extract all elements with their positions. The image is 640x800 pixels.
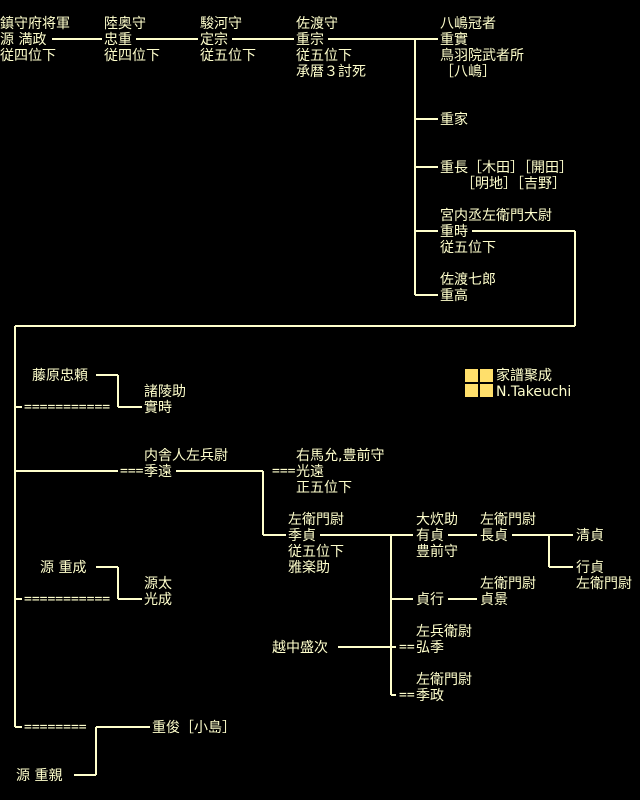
person-office: 豊前守 bbox=[416, 544, 458, 560]
person-arisada: 大炊助 有貞 豊前守 bbox=[416, 512, 458, 560]
person-suetou: 内舎人左兵尉 季遠 bbox=[144, 448, 228, 480]
person-sadamune: 駿河守 定宗 従五位下 bbox=[200, 16, 256, 64]
person-title: 佐渡七郎 bbox=[440, 272, 496, 288]
person-shigeie: 重家 bbox=[440, 112, 468, 128]
person-suemasa: 左衛門尉 季政 bbox=[416, 672, 472, 704]
adoption-marker: == bbox=[399, 640, 415, 655]
person-name: 季遠 bbox=[144, 464, 172, 480]
adoption-marker: === bbox=[120, 464, 144, 479]
person-title: 左衛門尉 bbox=[480, 512, 536, 528]
marriage-marker: =========== bbox=[24, 400, 111, 415]
person-shigetoshi: 重俊［小島］ bbox=[152, 720, 236, 736]
stamp-title: 家譜聚成 bbox=[496, 368, 552, 384]
person-shigenaga: 重長［木田］［開田］ ［明地］［吉野］ bbox=[440, 160, 573, 192]
person-name: 季貞 bbox=[288, 528, 316, 544]
marriage-marker: =========== bbox=[24, 592, 111, 607]
person-title: 左兵衛尉 bbox=[416, 624, 472, 640]
person-name: 長貞 bbox=[480, 528, 508, 544]
person-name: 藤原忠頼 bbox=[32, 368, 88, 384]
person-office: 鳥羽院武者所 bbox=[440, 48, 524, 64]
person-name: 重實 bbox=[440, 32, 468, 48]
person-rank: 従五位下 bbox=[296, 48, 352, 64]
person-shigemune: 佐渡守 重宗 従五位下 承暦３討死 bbox=[296, 16, 366, 80]
person-name: 貞景 bbox=[480, 592, 508, 608]
person-sadakage: 左衛門尉 貞景 bbox=[480, 576, 536, 608]
person-shigetaka: 佐渡七郎 重高 bbox=[440, 272, 496, 304]
person-name: 重高 bbox=[440, 288, 468, 304]
person-name: 光成 bbox=[144, 592, 172, 608]
person-mitsunari: 源太 光成 bbox=[144, 576, 172, 608]
person-name: 清貞 bbox=[576, 528, 604, 544]
person-nagasada: 左衛門尉 長貞 bbox=[480, 512, 536, 544]
person-title: 左衛門尉 bbox=[576, 576, 632, 592]
person-suesada: 左衛門尉 季貞 従五位下 雅楽助 bbox=[288, 512, 344, 576]
person-name: 源 満政 bbox=[0, 32, 47, 48]
person-kiyosada: 清貞 bbox=[576, 528, 604, 544]
person-name: 實時 bbox=[144, 400, 172, 416]
person-title: 八嶋冠者 bbox=[440, 16, 496, 32]
person-yukisada: 行貞 左衛門尉 bbox=[576, 560, 632, 592]
person-name: 源 重親 bbox=[16, 768, 63, 784]
person-title: 鎮守府将軍 bbox=[0, 16, 70, 32]
person-title: 左衛門尉 bbox=[416, 672, 472, 688]
person-mitsumasa: 鎮守府将軍 源 満政 従四位下 bbox=[0, 16, 70, 64]
person-rank: 従五位下 bbox=[288, 544, 344, 560]
person-shigezane: 八嶋冠者 重實 鳥羽院武者所 ［八嶋］ bbox=[440, 16, 524, 80]
person-title: 佐渡守 bbox=[296, 16, 338, 32]
person-rank: 従四位下 bbox=[104, 48, 160, 64]
person-tadayori: 藤原忠頼 bbox=[32, 368, 88, 384]
person-title: 宮内丞左衛門大尉 bbox=[440, 208, 552, 224]
person-title: 駿河守 bbox=[200, 16, 242, 32]
adoption-marker: === bbox=[272, 464, 296, 479]
person-name: 貞行 bbox=[416, 592, 444, 608]
person-name: 重時 bbox=[440, 224, 468, 240]
person-sadayuki: 貞行 bbox=[416, 592, 444, 608]
adoption-marker: == bbox=[399, 688, 415, 703]
person-note: ［八嶋］ bbox=[440, 64, 496, 80]
person-shigenari: 源 重成 bbox=[40, 560, 86, 576]
person-title: 内舎人左兵尉 bbox=[144, 448, 228, 464]
marriage-marker: ======== bbox=[24, 720, 87, 735]
person-name: 越中盛次 bbox=[272, 640, 328, 656]
person-name: 有貞 bbox=[416, 528, 444, 544]
person-rank: 従五位下 bbox=[200, 48, 256, 64]
person-note: ［明地］［吉野］ bbox=[440, 176, 566, 192]
person-title: 右馬允,豊前守 bbox=[296, 448, 385, 464]
person-note: 承暦３討死 bbox=[296, 64, 366, 80]
person-name: 定宗 bbox=[200, 32, 228, 48]
person-title: 左衛門尉 bbox=[480, 576, 536, 592]
person-shigetoki: 宮内丞左衛門大尉 重時 従五位下 bbox=[440, 208, 552, 256]
person-name: 忠重 bbox=[104, 32, 132, 48]
person-title: 諸陵助 bbox=[144, 384, 186, 400]
person-name: 行貞 bbox=[576, 560, 604, 576]
person-title: 左衛門尉 bbox=[288, 512, 344, 528]
person-title: 源太 bbox=[144, 576, 172, 592]
person-name: 重宗 bbox=[296, 32, 324, 48]
person-rank: 従四位下 bbox=[0, 48, 56, 64]
person-name: 重家 bbox=[440, 112, 468, 128]
person-rank: 従五位下 bbox=[440, 240, 496, 256]
person-title: 大炊助 bbox=[416, 512, 458, 528]
person-shigechika: 源 重親 bbox=[16, 768, 62, 784]
person-name: 光遠 bbox=[296, 464, 324, 480]
person-title: 陸奥守 bbox=[104, 16, 146, 32]
person-office: 雅楽助 bbox=[288, 560, 330, 576]
person-name: 重長［木田］［開田］ bbox=[440, 160, 573, 176]
person-sanetoki: 諸陵助 實時 bbox=[144, 384, 186, 416]
person-hirosue: 左兵衛尉 弘季 bbox=[416, 624, 472, 656]
person-tadashige: 陸奥守 忠重 従四位下 bbox=[104, 16, 160, 64]
stamp-author: N.Takeuchi bbox=[496, 384, 572, 400]
person-echigo-moritsugu: 越中盛次 bbox=[272, 640, 328, 656]
person-mitsutou: 右馬允,豊前守 光遠 正五位下 bbox=[296, 448, 384, 496]
person-rank: 正五位下 bbox=[296, 480, 352, 496]
person-name: 源 重成 bbox=[40, 560, 87, 576]
person-name: 弘季 bbox=[416, 640, 444, 656]
person-name: 季政 bbox=[416, 688, 444, 704]
person-name: 重俊［小島］ bbox=[152, 720, 236, 736]
